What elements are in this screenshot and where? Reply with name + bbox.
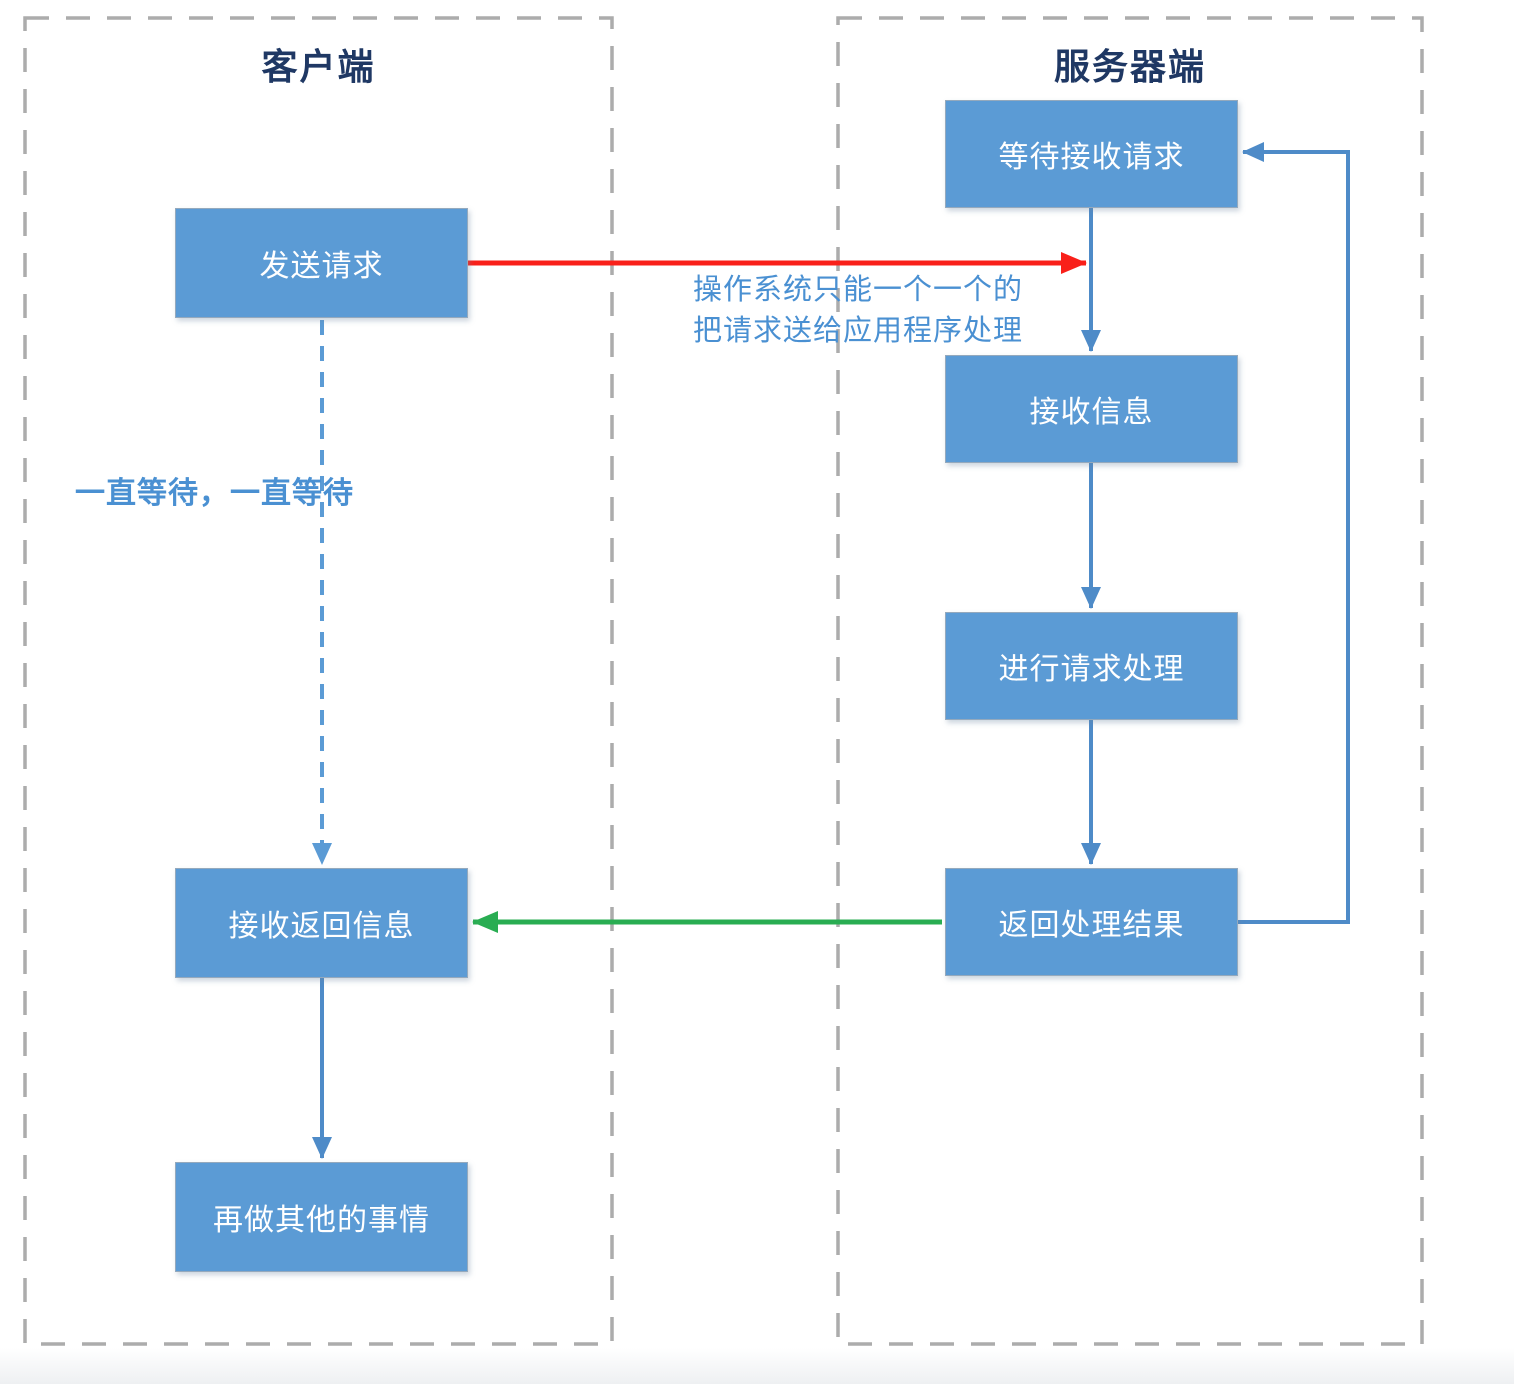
node-send-request: 发送请求 <box>175 208 468 318</box>
server-panel-border <box>836 16 1424 1346</box>
client-panel-border <box>23 16 614 1346</box>
node-receive-info: 接收信息 <box>945 355 1238 463</box>
node-do-other-things: 再做其他的事情 <box>175 1162 468 1272</box>
client-panel-title: 客户端 <box>261 46 376 87</box>
os-scheduling-note-line1: 操作系统只能一个一个的 <box>693 274 1024 306</box>
client-waiting-note: 一直等待，一直等待 <box>75 477 354 510</box>
node-process-request: 进行请求处理 <box>945 612 1238 720</box>
arrow-return-result-loop <box>1238 142 1350 924</box>
node-receive-response: 接收返回信息 <box>175 868 468 978</box>
node-return-result: 返回处理结果 <box>945 868 1238 976</box>
os-scheduling-note: 操作系统只能一个一个的 把请求送给应用程序处理 <box>693 270 1023 352</box>
server-panel-title: 服务器端 <box>1053 46 1206 87</box>
node-wait-request: 等待接收请求 <box>945 100 1238 208</box>
os-scheduling-note-line2: 把请求送给应用程序处理 <box>693 315 1024 347</box>
page-bottom-strip <box>0 1348 1514 1384</box>
